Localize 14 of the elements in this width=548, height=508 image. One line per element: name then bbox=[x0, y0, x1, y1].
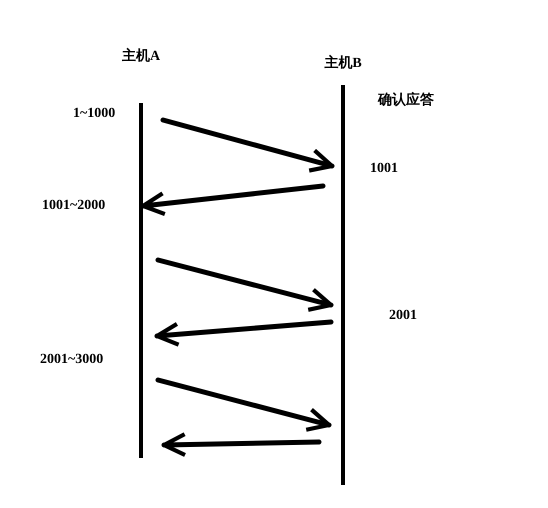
host-label: 主机A bbox=[120, 48, 162, 66]
arrow bbox=[156, 258, 334, 312]
arrow bbox=[160, 118, 334, 173]
annotation-label: 确认应答 bbox=[378, 93, 434, 109]
host-label: 主机B bbox=[323, 55, 363, 73]
arrow bbox=[140, 184, 326, 216]
sequence-number: 2001~3000 bbox=[40, 352, 104, 368]
sequence-number: 1001~2000 bbox=[42, 198, 106, 214]
arrow bbox=[162, 432, 322, 458]
sequence-number: 1~1000 bbox=[73, 106, 116, 122]
sequence-number: 1001 bbox=[370, 161, 398, 177]
arrow bbox=[156, 378, 332, 432]
arrow bbox=[154, 320, 334, 347]
sequence-number: 2001 bbox=[389, 308, 417, 324]
